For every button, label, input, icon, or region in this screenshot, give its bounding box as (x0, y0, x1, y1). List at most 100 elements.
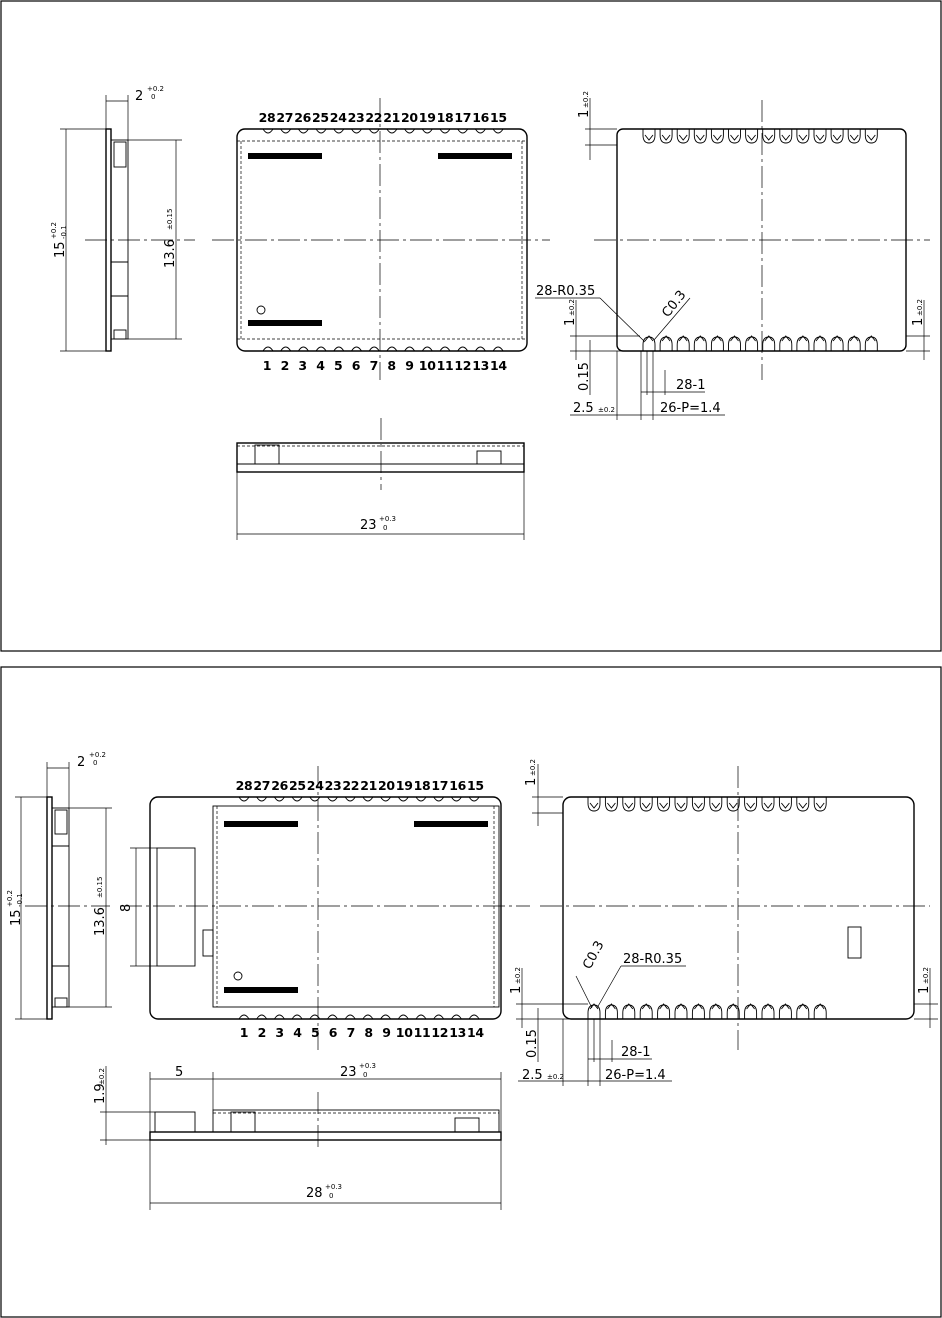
castellation (433, 1014, 445, 1020)
castellation (351, 128, 362, 134)
pad (657, 797, 671, 812)
pin-label: 21 (383, 110, 400, 125)
svg-text:2.5: 2.5 (522, 1068, 543, 1083)
pin-label: 27 (253, 778, 270, 793)
pad (622, 797, 636, 812)
pad (830, 129, 844, 144)
pad (674, 1004, 688, 1019)
pin-label: 23 (348, 110, 365, 125)
pin-label: 27 (276, 110, 293, 125)
pad-mark (815, 134, 825, 141)
castellation (315, 128, 327, 134)
svg-text:0.15: 0.15 (577, 362, 592, 391)
pad (676, 336, 690, 351)
pin-label: 11 (437, 358, 454, 373)
pad (761, 1004, 775, 1019)
castellation (274, 1014, 285, 1020)
pad (726, 1004, 740, 1019)
pin-label: 12 (454, 358, 471, 373)
castellation (280, 346, 292, 352)
radius-label: 28-R0.35 (536, 284, 595, 299)
castellation (386, 346, 398, 352)
svg-text:1.9: 1.9 (93, 1083, 108, 1104)
panel-frame (0, 666, 942, 1318)
pin-label: 7 (347, 1025, 355, 1040)
pad-mark (711, 1003, 721, 1010)
pin-label: 2 (281, 358, 289, 373)
pad-mark (815, 1003, 825, 1010)
svg-text:28-1: 28-1 (621, 1045, 651, 1060)
pad (830, 336, 844, 351)
castellation (404, 128, 415, 134)
pin-label: 23 (325, 778, 342, 793)
pad (813, 129, 827, 144)
pad-mark (607, 1003, 616, 1010)
castellation (451, 796, 462, 802)
dim-connector-height: 8 (119, 904, 134, 912)
castellation (256, 796, 268, 802)
svg-text:±0.2: ±0.2 (922, 967, 930, 984)
pad (642, 336, 656, 351)
pad (796, 1004, 810, 1019)
castellation (309, 796, 321, 802)
svg-text:+0.2: +0.2 (147, 85, 164, 93)
pad (691, 797, 705, 812)
dim-thickness: 2 (135, 89, 143, 104)
castellation (492, 346, 504, 352)
pad-mark (763, 1003, 773, 1010)
pad (796, 797, 810, 812)
castellation (280, 128, 292, 134)
pad (587, 1004, 601, 1019)
pad (745, 336, 759, 351)
pin-label: 9 (405, 358, 413, 373)
castellation (457, 128, 469, 134)
pad-mark (659, 1003, 668, 1010)
pin-label: 1 (240, 1025, 248, 1040)
castellation (291, 1014, 303, 1020)
pad-mark (678, 134, 688, 141)
pin-label: 22 (342, 778, 359, 793)
pad-mark (695, 335, 705, 342)
pad-mark (713, 134, 722, 141)
svg-text:1: 1 (524, 778, 539, 786)
side-view: 2 +0.2 0 15 +0.2 -0.1 13.6 ±0.15 (50, 85, 195, 352)
pin-label: 16 (472, 110, 489, 125)
castellation (309, 1014, 321, 1020)
svg-text:28-R0.35: 28-R0.35 (623, 952, 682, 967)
castellation (433, 796, 445, 802)
pad (847, 129, 861, 144)
pin-label: 17 (454, 110, 471, 125)
pad-mark (764, 134, 774, 141)
pin-label: 10 (419, 358, 436, 373)
pad (744, 797, 758, 812)
pad (762, 336, 776, 351)
pin-label: 15 (467, 778, 484, 793)
pin-label: 3 (275, 1025, 283, 1040)
pin-label: 1 (263, 358, 271, 373)
svg-text:0: 0 (329, 1192, 333, 1200)
front-view: 1.9 ±0.2 5 23 +0.3 0 28 +0.3 0 (93, 1062, 502, 1210)
pin-label: 25 (312, 110, 329, 125)
pad (796, 129, 810, 144)
svg-text:±0.2: ±0.2 (514, 967, 522, 984)
pad (604, 1004, 618, 1019)
pad (587, 797, 601, 812)
svg-text:-0.1: -0.1 (60, 225, 68, 239)
pin-label: 5 (311, 1025, 319, 1040)
pad-mark (728, 1003, 738, 1010)
pad (691, 1004, 705, 1019)
pad-window (847, 926, 862, 959)
pad-mark (746, 802, 755, 809)
pin-label: 10 (396, 1025, 413, 1040)
pad-mark (589, 802, 599, 809)
svg-text:±0.15: ±0.15 (96, 877, 104, 898)
svg-text:1: 1 (917, 986, 932, 994)
pin-label: 5 (334, 358, 342, 373)
pad-mark (728, 802, 738, 809)
castellation (298, 128, 309, 134)
pin-label: 18 (437, 110, 454, 125)
svg-text:26-P=1.4: 26-P=1.4 (605, 1068, 666, 1083)
